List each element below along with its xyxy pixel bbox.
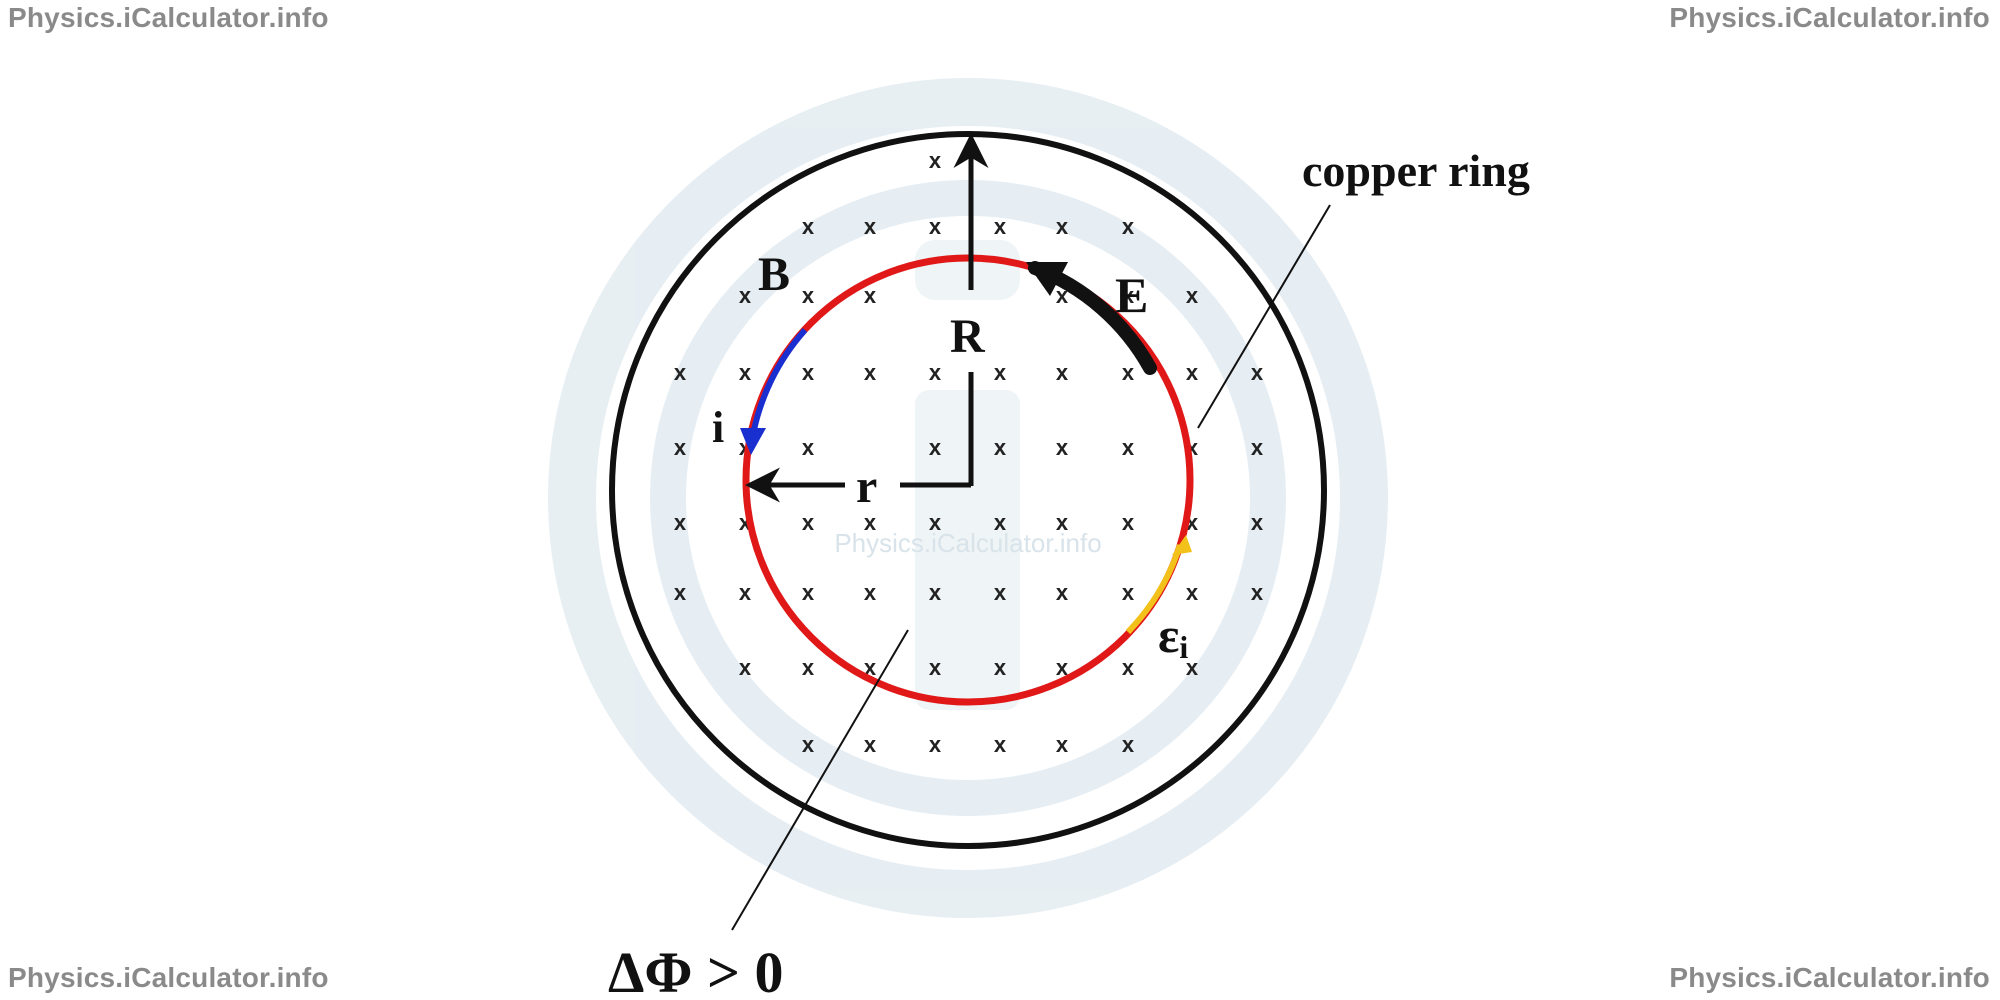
field-E-label: E bbox=[1115, 267, 1148, 323]
field-x-mark: x bbox=[802, 214, 815, 239]
copper-ring-label: copper ring bbox=[1302, 145, 1530, 196]
field-x-mark: x bbox=[802, 435, 815, 460]
field-x-mark: x bbox=[1186, 580, 1199, 605]
field-x-mark: x bbox=[994, 580, 1007, 605]
field-x-mark: x bbox=[802, 283, 815, 308]
field-x-mark: x bbox=[1122, 655, 1135, 680]
field-x-mark: x bbox=[802, 360, 815, 385]
field-x-mark: x bbox=[802, 732, 815, 757]
field-x-mark: x bbox=[864, 214, 877, 239]
field-x-mark: x bbox=[929, 435, 942, 460]
field-x-mark: x bbox=[739, 655, 752, 680]
field-x-mark: x bbox=[994, 655, 1007, 680]
field-x-mark: x bbox=[864, 283, 877, 308]
field-x-mark: x bbox=[1251, 360, 1264, 385]
field-x-mark: x bbox=[929, 148, 942, 173]
field-x-mark: x bbox=[1122, 435, 1135, 460]
field-x-mark: x bbox=[1056, 214, 1069, 239]
watermark-top-right: Physics.iCalculator.info bbox=[1669, 2, 1990, 33]
current-i-label: i bbox=[712, 403, 724, 452]
center-watermark: Physics.iCalculator.info bbox=[834, 528, 1101, 558]
field-x-mark: x bbox=[802, 580, 815, 605]
field-x-mark: x bbox=[994, 732, 1007, 757]
field-x-mark: x bbox=[1122, 214, 1135, 239]
field-x-mark: x bbox=[1056, 435, 1069, 460]
watermark-top-left: Physics.iCalculator.info bbox=[8, 2, 329, 33]
field-x-mark: x bbox=[864, 510, 877, 535]
watermark-bottom-right: Physics.iCalculator.info bbox=[1669, 962, 1990, 993]
magnetic-field-marks: x x x x x x x x x x x x x x x x x x x x x x x x x x x x x x x x x x x x x x x x… bbox=[674, 148, 1264, 757]
e-field-arrowhead bbox=[1026, 262, 1068, 296]
current-arrow bbox=[749, 328, 808, 441]
flux-leader bbox=[731, 629, 909, 931]
field-x-mark: x bbox=[929, 510, 942, 535]
field-x-mark: x bbox=[802, 510, 815, 535]
logo-watermark bbox=[548, 78, 1388, 918]
radius-r-label: r bbox=[856, 460, 877, 513]
field-x-mark: x bbox=[739, 580, 752, 605]
copper-ring-leader bbox=[1197, 204, 1331, 429]
field-x-mark: x bbox=[802, 655, 815, 680]
field-x-mark: x bbox=[994, 510, 1007, 535]
field-x-mark: x bbox=[1251, 510, 1264, 535]
field-x-mark: x bbox=[739, 283, 752, 308]
field-x-mark: x bbox=[739, 360, 752, 385]
field-B-label: B bbox=[758, 248, 790, 301]
field-x-mark: x bbox=[929, 214, 942, 239]
emf-arrowhead bbox=[1172, 535, 1192, 555]
watermark-bottom-left: Physics.iCalculator.info bbox=[8, 962, 329, 993]
emf-label: εi bbox=[1158, 607, 1188, 665]
field-x-mark: x bbox=[1056, 655, 1069, 680]
field-x-mark: x bbox=[994, 360, 1007, 385]
field-x-mark: x bbox=[864, 655, 877, 680]
field-x-mark: x bbox=[929, 655, 942, 680]
current-arrowhead bbox=[740, 428, 766, 455]
field-x-mark: x bbox=[1056, 580, 1069, 605]
field-x-mark: x bbox=[1186, 360, 1199, 385]
field-x-mark: x bbox=[674, 435, 687, 460]
flux-change-label: ΔΦ > 0 bbox=[608, 940, 784, 1000]
field-x-mark: x bbox=[994, 214, 1007, 239]
field-x-mark: x bbox=[1056, 510, 1069, 535]
field-x-mark: x bbox=[674, 580, 687, 605]
field-x-mark: x bbox=[1186, 655, 1199, 680]
field-x-mark: x bbox=[994, 435, 1007, 460]
field-x-mark: x bbox=[1251, 435, 1264, 460]
field-x-mark: x bbox=[1056, 360, 1069, 385]
field-x-mark: x bbox=[864, 732, 877, 757]
field-x-mark: x bbox=[929, 360, 942, 385]
field-x-mark: x bbox=[864, 360, 877, 385]
field-x-mark: x bbox=[929, 580, 942, 605]
field-x-mark: x bbox=[1122, 283, 1135, 308]
field-x-mark: x bbox=[1056, 732, 1069, 757]
radius-R-label: R bbox=[950, 310, 986, 363]
field-x-mark: x bbox=[1122, 580, 1135, 605]
field-x-mark: x bbox=[1122, 510, 1135, 535]
field-x-mark: x bbox=[864, 580, 877, 605]
field-x-mark: x bbox=[929, 732, 942, 757]
field-x-mark: x bbox=[1251, 580, 1264, 605]
field-x-mark: x bbox=[1186, 283, 1199, 308]
field-x-mark: x bbox=[1122, 732, 1135, 757]
field-x-mark: x bbox=[1122, 360, 1135, 385]
field-x-mark: x bbox=[674, 360, 687, 385]
field-x-mark: x bbox=[674, 510, 687, 535]
